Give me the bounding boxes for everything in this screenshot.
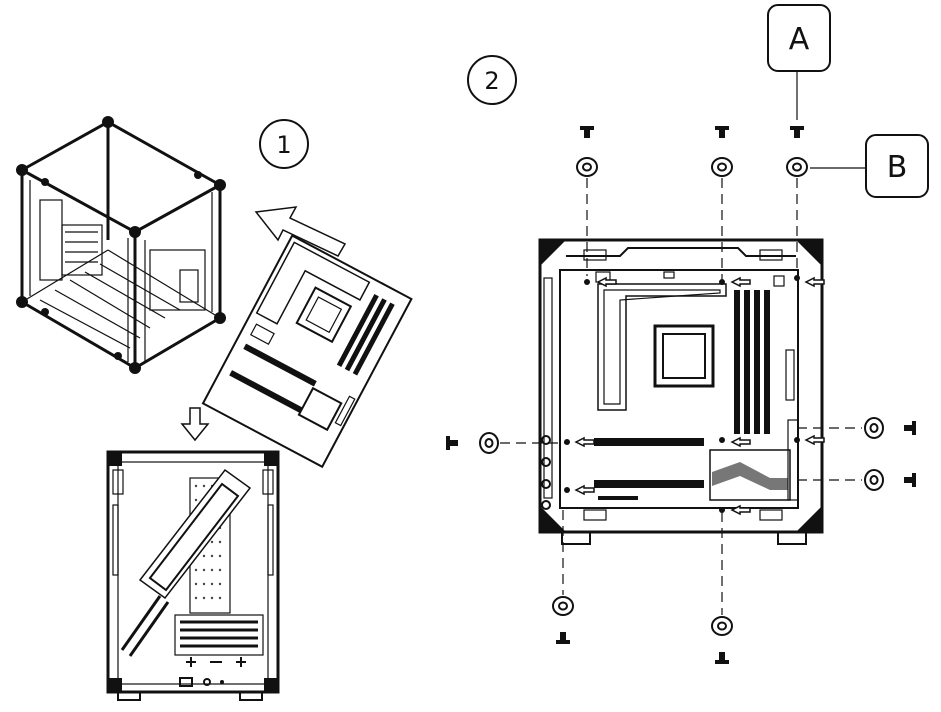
case-main-front-view bbox=[538, 238, 825, 545]
step-2-badge: 2 bbox=[467, 55, 517, 105]
left-side-screw bbox=[446, 432, 565, 454]
motherboard-tilted bbox=[201, 234, 413, 469]
step-1-number: 1 bbox=[276, 131, 291, 159]
screw-icon bbox=[580, 126, 594, 138]
down-arrow bbox=[180, 407, 210, 442]
screw-icon bbox=[715, 126, 729, 138]
screw-icon bbox=[790, 126, 804, 138]
right-side-screw-upper bbox=[797, 417, 916, 439]
callout-a-label: A bbox=[789, 22, 810, 57]
step-1-badge: 1 bbox=[259, 119, 309, 169]
insert-arrow bbox=[254, 206, 347, 257]
standoff-icon bbox=[786, 157, 808, 177]
bottom-screws-row bbox=[552, 510, 733, 664]
callout-a: A bbox=[767, 4, 831, 120]
callout-b-label: B bbox=[887, 150, 908, 185]
standoff-icon bbox=[711, 157, 733, 177]
case-frame-isometric bbox=[16, 116, 226, 374]
step-2-number: 2 bbox=[484, 67, 499, 95]
case-front-view-small bbox=[106, 450, 280, 701]
right-side-screw-lower bbox=[797, 469, 916, 491]
standoff-icon bbox=[576, 157, 598, 177]
callout-b: B bbox=[810, 134, 929, 198]
